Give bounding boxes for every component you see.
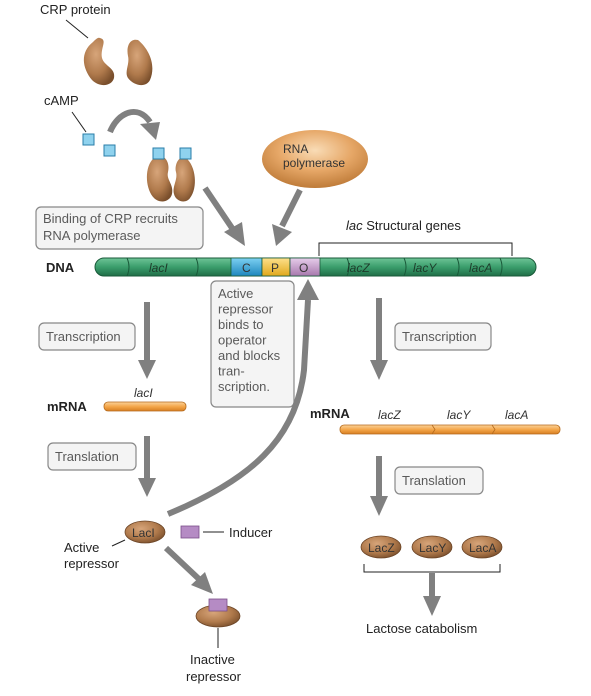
- structural-genes-label-rest: Structural genes: [363, 218, 462, 233]
- inactive-repressor-label-2: repressor: [186, 669, 242, 684]
- crp-label-leader: [65, 19, 89, 39]
- products-bracket: [363, 564, 501, 573]
- mrna-right-gene-lacy: lacY: [447, 408, 471, 422]
- dna-strand: lacI C P O lacZ lacY lacA: [94, 257, 537, 277]
- repressor-to-operator-arrow: [166, 299, 311, 517]
- repressor-note-line: repressor: [218, 302, 274, 317]
- crp-recruits-note: [35, 206, 204, 250]
- rna-polymerase-label-1: RNA: [283, 142, 308, 156]
- transcription-right-label: Transcription: [402, 329, 477, 344]
- dna-site-p: P: [271, 261, 279, 275]
- mrna-left-gene-label: lacI: [134, 386, 153, 400]
- translation-right-arrowhead: [370, 496, 388, 516]
- camp-molecule: [179, 147, 192, 160]
- camp-label-leader: [71, 111, 87, 133]
- operator: [289, 257, 321, 277]
- inducer-label: Inducer: [229, 525, 273, 540]
- polymerase-to-promoter-arrowhead: [272, 224, 292, 246]
- crp-to-cap-arrowhead: [224, 222, 245, 246]
- dna-gene-laci: lacI: [149, 261, 168, 275]
- camp-molecule: [103, 144, 116, 157]
- camp-molecule: [82, 133, 95, 146]
- dna-site-o: O: [299, 261, 308, 275]
- laci-protein: [124, 520, 166, 544]
- translation-right-label: Translation: [402, 473, 466, 488]
- bound-inducer: [208, 598, 228, 612]
- dna-gene-laca: lacA: [469, 261, 492, 275]
- mrna-right-gene-laca: lacA: [505, 408, 528, 422]
- structural-genes-bracket: [318, 242, 513, 256]
- camp-binding-arrow: [107, 109, 153, 134]
- camp-binding-arrowhead: [140, 122, 160, 140]
- active-repressor-leader: [111, 539, 126, 547]
- repressor-note-line: Active: [218, 286, 253, 301]
- repressor-note-line: operator: [218, 333, 267, 348]
- crp-protein-free: [83, 37, 153, 86]
- repressor-note: [210, 280, 295, 408]
- lacy-protein: [411, 535, 453, 559]
- translation-left-label: Translation: [55, 449, 119, 464]
- translation-left-box: [47, 442, 137, 471]
- mrna-polycistronic: [339, 424, 561, 435]
- transcription-left-label: Transcription: [46, 329, 121, 344]
- transcription-left-box: [38, 322, 136, 351]
- laca-protein: [461, 535, 503, 559]
- inactivation-arrow: [163, 545, 203, 583]
- laci-protein-label: LacI: [132, 526, 155, 540]
- repressor-note-line: tran-: [218, 364, 245, 379]
- dna-label: DNA: [46, 260, 75, 275]
- structural-genes-label: lac Structural genes: [346, 218, 461, 233]
- translation-left-arrowhead: [138, 478, 156, 497]
- dna-site-c: C: [242, 261, 251, 275]
- lactose-catabolism-label: Lactose catabolism: [366, 621, 477, 636]
- inactivation-arrowhead: [191, 572, 213, 594]
- transcription-right-box: [394, 322, 492, 351]
- catabolism-arrowhead: [423, 596, 441, 616]
- mrna-right-label: mRNA: [310, 406, 350, 421]
- inducer-molecule: [180, 525, 200, 539]
- lacz-protein-label: LacZ: [368, 541, 395, 555]
- polymerase-to-promoter-arrow: [279, 188, 303, 228]
- mrna-right-gene-lacz: lacZ: [378, 408, 401, 422]
- dna-gene-lacy: lacY: [413, 261, 437, 275]
- mrna-laci: [103, 401, 187, 412]
- active-repressor-label-2: repressor: [64, 556, 120, 571]
- translation-right-box: [394, 466, 484, 495]
- crp-protein-label: CRP protein: [40, 2, 111, 17]
- repressor-to-operator-arrowhead: [297, 279, 319, 300]
- crp-camp-complex: [146, 147, 195, 202]
- lacy-protein-label: LacY: [419, 541, 446, 555]
- mrna-left-label: mRNA: [47, 399, 87, 414]
- active-repressor-label-1: Active: [64, 540, 99, 555]
- inactive-repressor-label-1: Inactive: [190, 652, 235, 667]
- lacz-protein: [360, 535, 402, 559]
- repressor-note-line: and blocks: [218, 348, 281, 363]
- rna-polymerase: RNA polymerase: [262, 130, 368, 188]
- structural-genes-label-italic: lac: [346, 218, 363, 233]
- repressor-note-line: scription.: [218, 379, 270, 394]
- crp-recruits-note-line1: Binding of CRP recruits: [43, 211, 178, 226]
- camp-molecule: [152, 147, 165, 160]
- crp-to-cap-arrow: [202, 186, 235, 230]
- crp-recruits-note-line2: RNA polymerase: [43, 228, 141, 243]
- transcription-left-arrowhead: [138, 360, 156, 379]
- laca-protein-label: LacA: [469, 541, 496, 555]
- transcription-right-arrowhead: [370, 360, 388, 380]
- camp-label: cAMP: [44, 93, 79, 108]
- repressor-note-line: binds to: [218, 317, 264, 332]
- dna-gene-lacz: lacZ: [347, 261, 370, 275]
- rna-polymerase-label-2: polymerase: [283, 156, 345, 170]
